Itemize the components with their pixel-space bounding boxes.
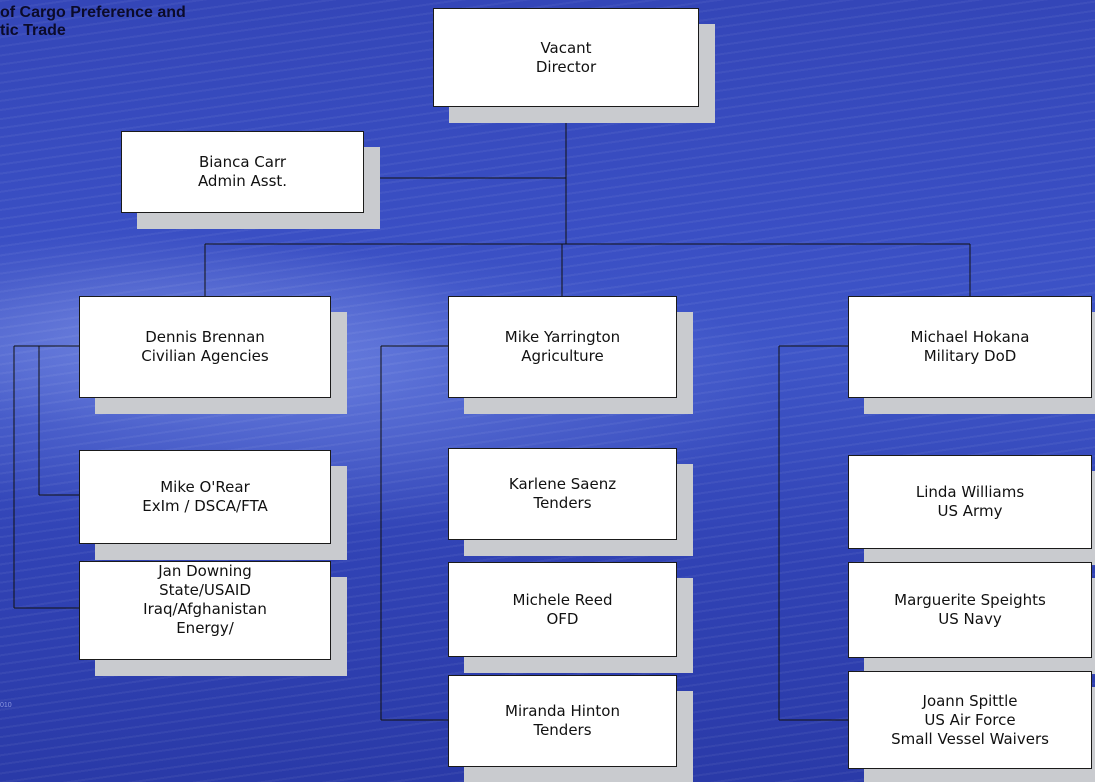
node-military-role: Military DoD bbox=[923, 347, 1017, 365]
node-civilian: Dennis Brennan Civilian Agencies bbox=[79, 296, 331, 398]
node-spittle-role: US Air Force bbox=[924, 710, 1016, 729]
node-spittle-name: Joann Spittle bbox=[922, 691, 1018, 710]
node-military-name: Michael Hokana bbox=[910, 328, 1030, 346]
node-civilian-name: Dennis Brennan bbox=[145, 328, 265, 346]
node-admin-name: Bianca Carr bbox=[198, 153, 287, 171]
node-admin-role: Admin Asst. bbox=[197, 172, 288, 190]
node-orear: Mike O'Rear ExIm / DSCA/FTA bbox=[79, 450, 331, 544]
node-williams-role: US Army bbox=[937, 502, 1003, 520]
node-director-role: Director bbox=[535, 57, 597, 76]
node-saenz-role: Tenders bbox=[533, 494, 592, 512]
node-reed-name: Michele Reed bbox=[512, 590, 613, 609]
node-civilian-role: Civilian Agencies bbox=[141, 347, 269, 365]
node-speights-name: Marguerite Speights bbox=[894, 591, 1046, 609]
node-downing: Jan Downing State/USAID Iraq/Afghanistan… bbox=[79, 561, 331, 660]
node-agriculture: Mike Yarrington Agriculture bbox=[448, 296, 677, 398]
node-agriculture-role: Agriculture bbox=[521, 347, 604, 365]
node-hinton: Miranda Hinton Tenders bbox=[448, 675, 677, 767]
node-hinton-role: Tenders bbox=[533, 721, 592, 739]
node-orear-name: Mike O'Rear bbox=[160, 478, 250, 496]
node-downing-role-2: Iraq/Afghanistan bbox=[143, 600, 267, 618]
node-downing-role-3: Energy/ bbox=[176, 619, 234, 637]
node-saenz: Karlene Saenz Tenders bbox=[448, 448, 677, 540]
node-downing-role: State/USAID bbox=[159, 581, 251, 599]
node-downing-name: Jan Downing bbox=[158, 562, 252, 580]
node-hinton-name: Miranda Hinton bbox=[505, 702, 620, 720]
node-speights: Marguerite Speights US Navy bbox=[848, 562, 1092, 658]
node-military: Michael Hokana Military DoD bbox=[848, 296, 1092, 398]
node-spittle: Joann Spittle US Air Force Small Vessel … bbox=[848, 671, 1092, 769]
node-reed: Michele Reed OFD bbox=[448, 562, 677, 657]
node-williams: Linda Williams US Army bbox=[848, 455, 1092, 549]
footer-text: 010 bbox=[0, 702, 12, 709]
node-admin: Bianca Carr Admin Asst. bbox=[121, 131, 364, 213]
node-spittle-role-2: Small Vessel Waivers bbox=[891, 729, 1049, 748]
node-reed-role: OFD bbox=[546, 609, 579, 628]
node-speights-role: US Navy bbox=[938, 610, 1002, 628]
node-orear-role: ExIm / DSCA/FTA bbox=[142, 497, 268, 515]
node-williams-name: Linda Williams bbox=[915, 483, 1025, 501]
title-line-2: tic Trade bbox=[0, 22, 66, 39]
title-line-1: of Cargo Preference and bbox=[0, 4, 186, 21]
node-director-name: Vacant bbox=[540, 38, 592, 57]
page-title: of Cargo Preference and tic Trade bbox=[0, 4, 186, 40]
node-director: Vacant Director bbox=[433, 8, 699, 107]
node-saenz-name: Karlene Saenz bbox=[508, 475, 617, 493]
node-agriculture-name: Mike Yarrington bbox=[504, 328, 621, 346]
